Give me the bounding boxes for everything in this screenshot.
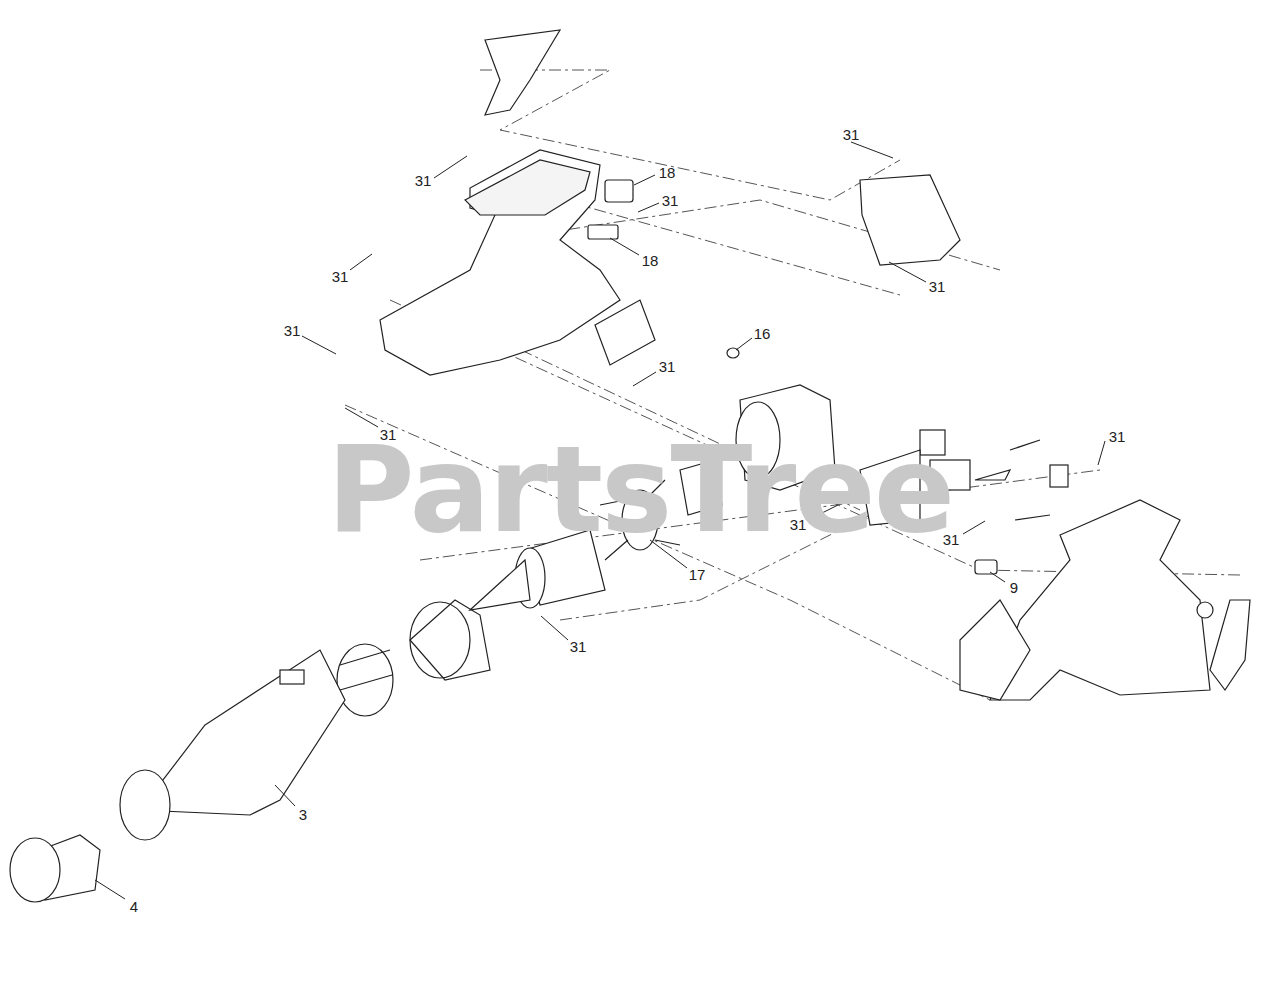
callout-number: 16 [754, 326, 771, 341]
callout-number: 31 [662, 193, 679, 208]
callout-number: 31 [1109, 429, 1126, 444]
callout-number: 18 [642, 253, 659, 268]
callout-number: 9 [1010, 580, 1018, 595]
callout-number: 31 [284, 323, 301, 338]
callout-number: 18 [659, 165, 676, 180]
callout-number: 31 [929, 279, 946, 294]
watermark: PartsTree [327, 430, 953, 550]
callout-number: 31 [659, 359, 676, 374]
callout-number: 3 [299, 807, 307, 822]
callout-number: 17 [689, 567, 706, 582]
callout-number: 31 [843, 127, 860, 142]
callout-number: 31 [332, 269, 349, 284]
callout-number: 31 [570, 639, 587, 654]
callout-number: 4 [130, 899, 138, 914]
callout-number: 31 [415, 173, 432, 188]
